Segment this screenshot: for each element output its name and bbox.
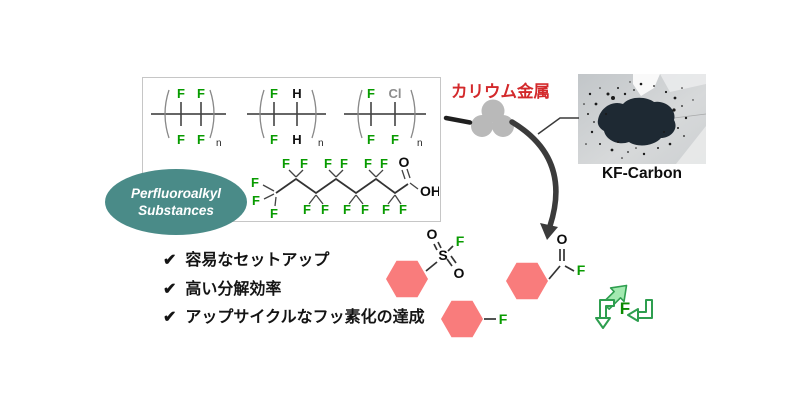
atom-f-label: F bbox=[499, 311, 508, 327]
atom-f-label: F bbox=[367, 132, 375, 147]
reactant-to-reagent-line bbox=[443, 115, 473, 125]
check-item: ✔ アップサイクルなフッ素化の達成 bbox=[163, 304, 425, 333]
pctfe-structure: F Cl F F n bbox=[344, 86, 426, 149]
fluorinated-products: O S F O O F F bbox=[386, 226, 586, 338]
atom-f-label: F bbox=[252, 193, 260, 208]
atom-f-label: F bbox=[197, 86, 205, 101]
atom-o-label: O bbox=[427, 226, 438, 242]
badge-line2: Substances bbox=[138, 203, 214, 218]
atom-s-label: S bbox=[438, 247, 447, 263]
benzene-hexagon bbox=[506, 262, 548, 300]
badge-line1: Perfluoroalkyl bbox=[130, 186, 222, 201]
atom-f-label: F bbox=[382, 202, 390, 217]
atom-f-label: F bbox=[251, 175, 259, 190]
checklist: ✔ 容易なセットアップ ✔ 高い分解効率 ✔ アップサイクルなフッ素化の達成 bbox=[163, 247, 425, 333]
atom-f-label: F bbox=[321, 202, 329, 217]
aryl-fluoride-product: F bbox=[441, 300, 508, 338]
atom-f-label: F bbox=[340, 156, 348, 171]
atom-f-label: F bbox=[456, 233, 465, 249]
ptfe-structure: F F F F n bbox=[151, 86, 226, 149]
fluorine-recycle-icon: F bbox=[595, 284, 653, 329]
atom-f-label: F bbox=[282, 156, 290, 171]
atom-f-label: F bbox=[399, 202, 407, 217]
atom-h-label: H bbox=[292, 86, 301, 101]
atom-f-label: F bbox=[270, 132, 278, 147]
check-item-label: 容易なセットアップ bbox=[185, 252, 330, 269]
pvdf-structure: F H F H n bbox=[247, 86, 326, 149]
pfoa-structure: F F F F F F F F F F F F F F F O OH bbox=[251, 154, 441, 221]
atom-oh-label: OH bbox=[420, 183, 439, 199]
atom-f-label: F bbox=[177, 132, 185, 147]
atom-f-label: F bbox=[577, 262, 586, 278]
check-item-label: 高い分解効率 bbox=[185, 280, 282, 298]
recycled-f-label: F bbox=[620, 299, 630, 318]
potassium-metal-label: カリウム金属 bbox=[451, 83, 550, 101]
atom-o-label: O bbox=[454, 265, 465, 281]
atom-f-label: F bbox=[177, 86, 185, 101]
atom-f-label: F bbox=[343, 202, 351, 217]
photo-highlight bbox=[633, 74, 660, 96]
atom-o-label: O bbox=[399, 154, 410, 170]
atom-f-label: F bbox=[324, 156, 332, 171]
check-icon: ✔ bbox=[163, 252, 177, 269]
check-icon: ✔ bbox=[163, 280, 177, 298]
atom-h-label: H bbox=[292, 132, 301, 147]
reaction-arrow bbox=[509, 119, 559, 229]
powder-speckles bbox=[583, 81, 694, 159]
kf-carbon-label: KF-Carbon bbox=[601, 165, 683, 182]
atom-f-label: F bbox=[367, 86, 375, 101]
reagent-to-photo-line bbox=[537, 117, 579, 135]
atom-f-label: F bbox=[303, 202, 311, 217]
pfas-badge: Perfluoroalkyl Substances bbox=[105, 169, 247, 235]
atom-cl-label: Cl bbox=[389, 86, 402, 101]
check-item-label: アップサイクルなフッ素化の達成 bbox=[185, 309, 425, 326]
atom-f-label: F bbox=[364, 156, 372, 171]
atom-f-label: F bbox=[197, 132, 205, 147]
atom-f-label: F bbox=[270, 206, 278, 220]
benzene-hexagon bbox=[441, 300, 483, 338]
pfoa-bonds bbox=[262, 168, 419, 207]
atom-f-label: F bbox=[361, 202, 369, 217]
sulfonyl-fluoride-product: O S F O bbox=[386, 226, 465, 298]
pfas-structures: F F F F n F H F H n bbox=[151, 86, 441, 221]
kf-carbon-photo bbox=[578, 74, 707, 164]
recycle-arrow-left bbox=[595, 299, 615, 329]
atom-f-label: F bbox=[391, 132, 399, 147]
atom-f-label: F bbox=[380, 156, 388, 171]
check-item: ✔ 容易なセットアップ bbox=[163, 247, 425, 276]
repeat-n-label: n bbox=[417, 138, 423, 149]
repeat-n-label: n bbox=[318, 138, 324, 149]
potassium-metal-icon bbox=[471, 99, 514, 137]
carbon-powder-blob bbox=[597, 97, 676, 146]
atom-f-label: F bbox=[300, 156, 308, 171]
benzene-hexagon bbox=[386, 260, 428, 298]
repeat-n-label: n bbox=[216, 138, 222, 149]
atom-f-label: F bbox=[270, 86, 278, 101]
check-item: ✔ 高い分解効率 bbox=[163, 276, 425, 305]
check-icon: ✔ bbox=[163, 309, 177, 326]
recycle-arrow-right bbox=[627, 299, 653, 322]
atom-o-label: O bbox=[557, 231, 568, 247]
acyl-fluoride-product: O F bbox=[506, 231, 586, 300]
